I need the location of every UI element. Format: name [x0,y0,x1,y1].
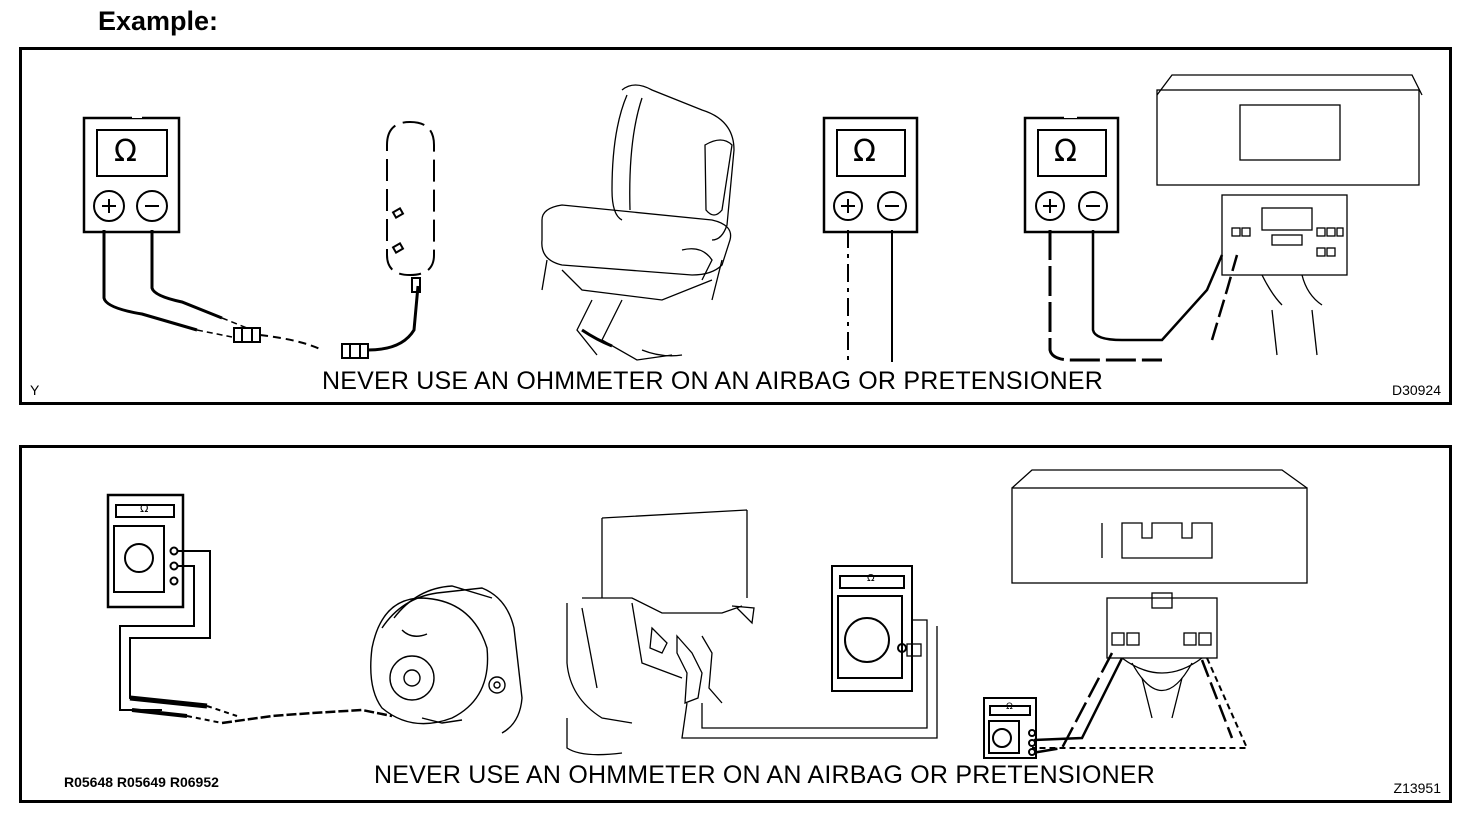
example-heading: Example: [98,6,219,36]
corner-label: Y [30,382,40,398]
clock-spring-icon [370,585,523,734]
ohmmeter-icon [831,565,913,692]
figure-code-top: D30924 [1391,382,1441,398]
connector-icon [1106,592,1218,719]
steering-column-icon [566,509,938,756]
warning-text-bottom: NEVER USE AN OHMMETER ON AN AIRBAG OR PR… [374,761,1155,789]
seat-icon [541,84,735,361]
warning-text-top: NEVER USE AN OHMMETER ON AN AIRBAG OR PR… [322,367,1103,395]
ohmmeter-icon [822,116,919,234]
airbag-module-icon [386,120,435,293]
ohmmeter-icon [1023,114,1120,234]
ecu-icon [1156,74,1423,186]
connector-icon [233,327,261,343]
diagram-panel-bottom: NEVER USE AN OHMMETER ON AN AIRBAG OR PR… [19,445,1452,803]
ohm-symbol: Ω [1006,702,1013,712]
connector-icon [1221,194,1348,356]
top-panel-drawing [82,74,1423,362]
ohm-symbol: Ω [140,502,149,515]
diagram-panel-top: NEVER USE AN OHMMETER ON AN AIRBAG OR PR… [19,47,1452,405]
ohmmeter-icon [983,697,1037,759]
ohm-symbol: Ω [853,134,877,169]
ohmmeter-icon [82,114,181,234]
ecu-icon [1011,469,1308,584]
ohm-symbol: Ω [114,134,138,169]
figure-code-bottom: Z13951 [1393,780,1441,796]
ohm-symbol: Ω [867,573,875,584]
bottom-panel-drawing [106,469,1308,759]
ohm-symbol: Ω [1054,134,1078,169]
connector-icon [341,343,369,359]
reference-codes: R05648 R05649 R06952 [64,774,219,790]
